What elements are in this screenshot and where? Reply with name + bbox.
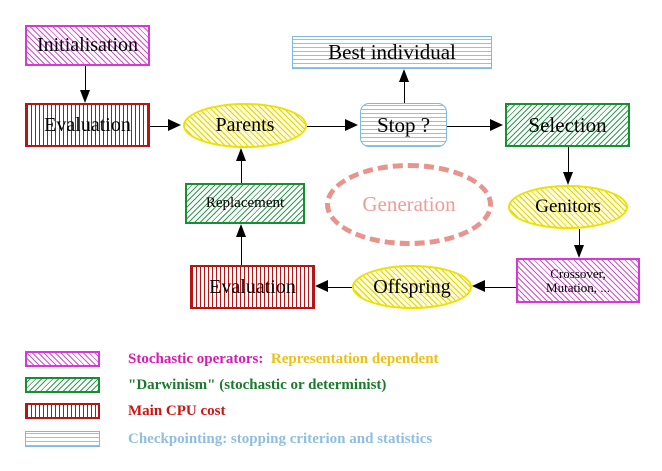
legend-label-stochastic-operators: Stochastic operators: xyxy=(128,350,264,367)
node-offspring[interactable]: Offspring xyxy=(352,265,472,309)
arrowhead-up-icon xyxy=(236,224,246,237)
legend-row-checkpointing: Checkpointing: stopping criterion and st… xyxy=(25,430,432,448)
arrowhead-right-icon xyxy=(345,119,358,131)
legend-text-group: Stochastic operators: Representation dep… xyxy=(128,351,439,368)
arrow-replacement-to-parents xyxy=(236,148,246,183)
legend-label-darwinism: "Darwinism" (stochastic or determinist) xyxy=(128,376,387,393)
legend-row-main-cpu-cost: Main CPU cost xyxy=(25,402,226,420)
node-replacement-label: Replacement xyxy=(205,194,285,211)
legend-swatch-blue-horizontal-hatch xyxy=(25,431,100,447)
node-stop-label: Stop ? xyxy=(376,112,431,137)
arrowhead-up-icon xyxy=(236,148,246,161)
node-evaluation-top-label: Evaluation xyxy=(44,113,131,136)
arrowhead-right-icon xyxy=(168,119,181,131)
node-replacement[interactable]: Replacement xyxy=(185,183,305,224)
node-evaluation-bottom-label: Evaluation xyxy=(209,275,296,298)
legend-swatch-magenta-diagonal-hatch xyxy=(25,351,100,367)
node-initialisation-label: Initialisation xyxy=(36,34,139,56)
node-parents-label: Parents xyxy=(215,114,275,136)
node-generation-boundary: Generation xyxy=(325,163,493,246)
arrowhead-up-icon xyxy=(399,69,409,82)
node-best-individual[interactable]: Best individual xyxy=(292,36,492,69)
node-evaluation-top[interactable]: Evaluation xyxy=(25,103,150,147)
legend-label-representation-dependent: Representation dependent xyxy=(270,350,439,367)
node-offspring-label: Offspring xyxy=(373,275,451,298)
node-initialisation[interactable]: Initialisation xyxy=(25,25,150,66)
arrowhead-right-icon xyxy=(490,119,503,131)
arrow-parents-to-stop xyxy=(307,119,360,132)
legend-swatch-red-vertical-hatch xyxy=(25,403,100,419)
node-crossover-mutation[interactable]: Crossover, Mutation, ... xyxy=(516,258,640,303)
arrow-genitors-to-crossover xyxy=(574,229,584,258)
arrow-selection-to-genitors xyxy=(563,147,573,185)
legend-row-darwinism: "Darwinism" (stochastic or determinist) xyxy=(25,376,386,394)
node-genitors[interactable]: Genitors xyxy=(508,185,628,229)
node-selection[interactable]: Selection xyxy=(505,103,630,147)
node-generation-label: Generation xyxy=(362,192,456,216)
legend-label-main-cpu-cost: Main CPU cost xyxy=(128,402,226,419)
node-evaluation-bottom[interactable]: Evaluation xyxy=(190,265,315,309)
node-genitors-label: Genitors xyxy=(535,196,601,218)
legend-swatch-green-diagonal-hatch xyxy=(25,377,100,393)
arrowhead-left-icon xyxy=(315,280,328,292)
node-selection-label: Selection xyxy=(528,112,607,137)
node-crossover-mutation-label: Crossover, Mutation, ... xyxy=(546,265,610,295)
arrow-evaluation-to-parents xyxy=(150,119,183,132)
node-stop[interactable]: Stop ? xyxy=(360,103,447,147)
arrow-offspring-to-evaluation xyxy=(315,280,352,293)
arrowhead-down-icon xyxy=(563,172,573,185)
arrow-initialisation-to-evaluation xyxy=(80,66,90,103)
arrowhead-down-icon xyxy=(80,90,90,103)
legend-label-checkpointing: Checkpointing: stopping criterion and st… xyxy=(128,430,433,447)
arrow-stop-to-best-individual xyxy=(399,69,409,103)
arrowhead-left-icon xyxy=(472,280,485,292)
arrow-stop-to-selection xyxy=(447,119,505,132)
node-best-individual-label: Best individual xyxy=(328,40,456,65)
legend-row-stochastic-operators: Stochastic operators: Representation dep… xyxy=(25,350,439,368)
node-parents[interactable]: Parents xyxy=(183,103,307,148)
arrow-crossover-to-offspring xyxy=(472,280,516,293)
arrow-evaluation-to-replacement xyxy=(236,224,246,265)
arrowhead-down-icon xyxy=(574,245,584,258)
